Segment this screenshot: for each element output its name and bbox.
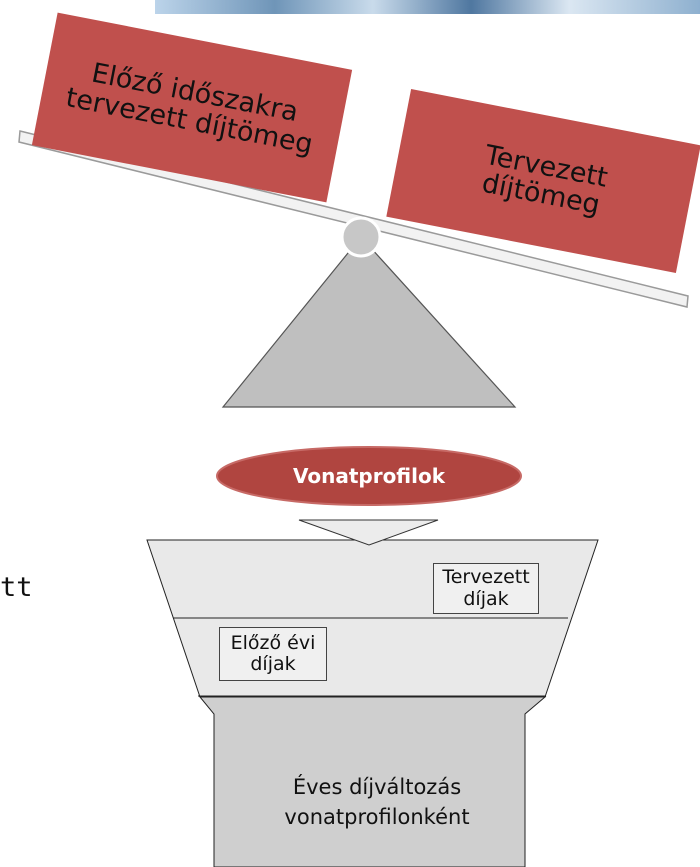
annual-fee-change-text: Éves díjváltozás vonatprofilonként [284, 775, 470, 830]
funnel-column [198, 696, 547, 867]
pivot-circle [340, 216, 382, 258]
train-profiles-ellipse [216, 446, 522, 506]
planned-fees-label: Tervezett díjak [433, 563, 539, 614]
train-profiles-label: Vonatprofilok [292, 464, 446, 488]
down-arrow-triangle [298, 519, 439, 546]
previous-year-fees-label: Előző évi díjak [219, 627, 327, 681]
header-banner-image [155, 0, 700, 14]
fulcrum-triangle [221, 236, 517, 408]
truncated-left-text: tt [0, 572, 33, 603]
